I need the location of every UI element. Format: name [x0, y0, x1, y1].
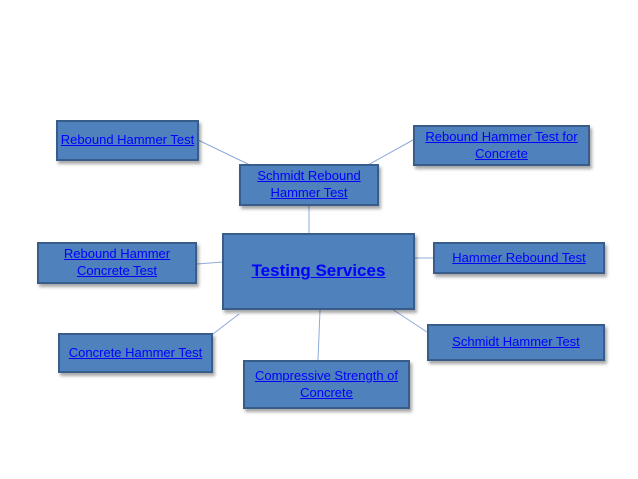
link-schmidt-hammer-test[interactable]: Schmidt Hammer Test — [452, 334, 580, 350]
link-compressive-strength-of-concrete[interactable]: Compressive Strength of Concrete — [254, 367, 399, 400]
connector-line — [391, 308, 428, 333]
node-rebound-hammer-concrete-test[interactable]: Rebound Hammer Concrete Test — [37, 242, 197, 284]
connector-line — [196, 261, 224, 265]
connector-line — [317, 309, 321, 361]
link-rebound-hammer-test-for-concrete[interactable]: Rebound Hammer Test for Concrete — [425, 128, 578, 161]
link-schmidt-rebound-hammer-test[interactable]: Schmidt Rebound Hammer Test — [257, 168, 361, 200]
link-rebound-hammer-concrete-test[interactable]: Rebound Hammer Concrete Test — [63, 246, 171, 278]
connector-line — [212, 313, 240, 335]
node-schmidt-rebound-hammer-test[interactable]: Schmidt Rebound Hammer Test — [239, 164, 379, 206]
node-testing-services[interactable]: Testing Services — [222, 233, 415, 310]
node-schmidt-hammer-test[interactable]: Schmidt Hammer Test — [427, 324, 605, 361]
node-hammer-rebound-test[interactable]: Hammer Rebound Test — [433, 242, 605, 274]
connector-line — [197, 139, 253, 167]
link-testing-services[interactable]: Testing Services — [251, 261, 386, 281]
node-rebound-hammer-test[interactable]: Rebound Hammer Test — [56, 120, 199, 161]
node-concrete-hammer-test[interactable]: Concrete Hammer Test — [58, 333, 213, 373]
link-rebound-hammer-test[interactable]: Rebound Hammer Test — [60, 132, 195, 148]
connector-line — [365, 139, 414, 167]
link-hammer-rebound-test[interactable]: Hammer Rebound Test — [452, 249, 586, 265]
node-compressive-strength-of-concrete[interactable]: Compressive Strength of Concrete — [243, 360, 410, 409]
node-rebound-hammer-test-for-concrete[interactable]: Rebound Hammer Test for Concrete — [413, 125, 590, 166]
link-concrete-hammer-test[interactable]: Concrete Hammer Test — [68, 344, 203, 360]
